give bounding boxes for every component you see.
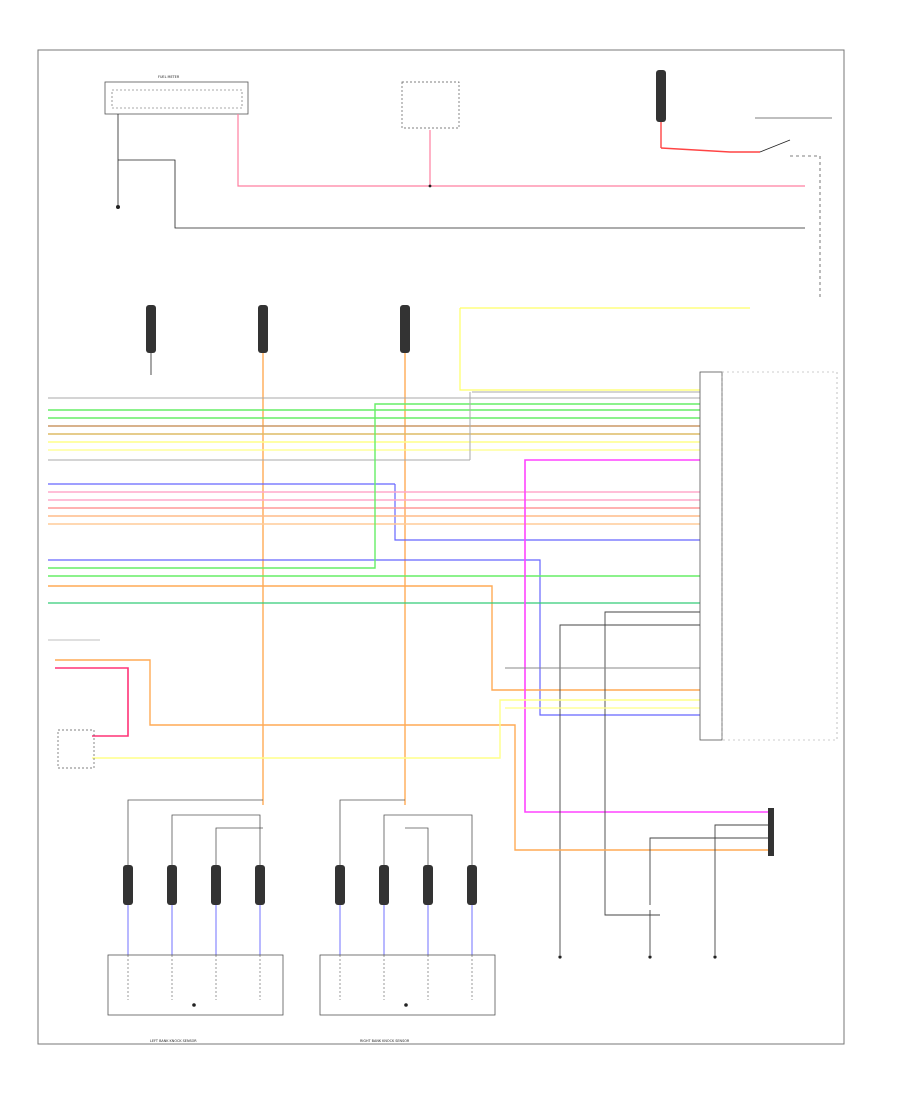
ecm-top-component: [401, 81, 460, 129]
right-knock-sensor-group: [319, 799, 496, 1016]
knock-sensor-plug: [335, 865, 345, 905]
harness-wires: [48, 391, 770, 930]
knock-sensor-plug: [123, 865, 133, 905]
knock-sensor-box: [107, 954, 284, 1016]
knock-wire: [127, 799, 263, 865]
knock-wire: [383, 814, 473, 865]
wire-black-2: [118, 159, 805, 229]
top-right-connector: [656, 70, 832, 153]
right-knock-label: RIGHT BANK KNOCK SENSOR: [360, 1039, 410, 1043]
wire-yellow-top: [459, 308, 700, 391]
ground-symbol: [713, 955, 717, 959]
knock-ground-dot: [404, 1003, 408, 1007]
knock-ground-dot: [192, 1003, 196, 1007]
knock-wire: [405, 827, 429, 865]
pcm-component: [699, 371, 838, 741]
diagram-frame: [37, 49, 845, 1045]
lower-right-connector: [768, 808, 774, 856]
knock-wire: [171, 814, 261, 865]
knock-sensor-plug: [379, 865, 389, 905]
wire-dashed-right: [790, 155, 821, 300]
left-knock-sensor-group: [107, 799, 284, 1016]
knock-sensor-plug: [167, 865, 177, 905]
ground-symbol: [648, 955, 652, 959]
knock-wire: [215, 827, 263, 865]
knock-wire: [339, 799, 405, 865]
ground-symbol: [558, 955, 562, 959]
wire-pink-top: [237, 114, 805, 187]
left-knock-label: LEFT BANK KNOCK SENSOR: [150, 1039, 197, 1043]
ground-point: [116, 205, 120, 209]
knock-sensor-plug: [255, 865, 265, 905]
knock-sensor-plug: [211, 865, 221, 905]
knock-sensor-plug: [423, 865, 433, 905]
knock-sensor-box: [319, 954, 496, 1016]
fuel-meter-component: FUEL METER: [104, 75, 249, 115]
fuel-meter-title: FUEL METER: [158, 75, 180, 79]
ground-symbols: [558, 910, 717, 959]
plug-connectors: [146, 305, 410, 353]
splice: [428, 184, 432, 188]
knock-sensor-plug: [467, 865, 477, 905]
turbo-sensor-component: [57, 729, 95, 769]
